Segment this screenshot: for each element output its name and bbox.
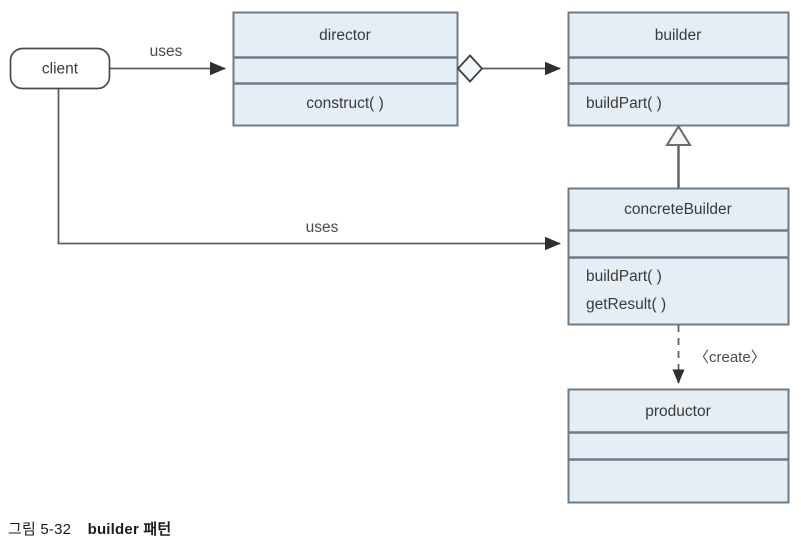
- builder-method-0: buildPart( ): [586, 95, 662, 112]
- productor-title: productor: [645, 403, 710, 420]
- node-concrete-builder[interactable]: concreteBuilder buildPart( ) getResult( …: [567, 187, 790, 326]
- figure-number: 그림 5-32: [8, 521, 72, 538]
- edge-concrete-builder-to-productor: 〈create〉: [672, 325, 766, 384]
- edge-label-uses-director: uses: [150, 43, 183, 60]
- create-stereotype-label: 〈create〉: [694, 349, 766, 366]
- director-box: [232, 11, 459, 127]
- builder-title: builder: [655, 27, 702, 44]
- node-client[interactable]: client: [9, 47, 111, 90]
- figure-caption: 그림 5-32 builder 패턴: [8, 518, 171, 539]
- node-builder[interactable]: builder buildPart( ): [567, 11, 790, 127]
- aggregation-diamond-icon: [456, 54, 484, 83]
- node-director[interactable]: director construct( ): [232, 11, 459, 127]
- director-title: director: [319, 27, 371, 44]
- concrete-builder-method-0: buildPart( ): [586, 268, 662, 285]
- edge-label-uses-concrete-builder: uses: [306, 219, 339, 236]
- productor-box: [567, 388, 790, 504]
- edge-client-to-director: uses: [110, 43, 226, 76]
- edge-client-to-concrete-builder: uses: [57, 89, 561, 251]
- generalization-triangle-icon: [665, 124, 692, 146]
- node-productor[interactable]: productor: [567, 388, 790, 504]
- edge-director-to-builder: [456, 54, 561, 83]
- director-method-0: construct( ): [306, 95, 384, 112]
- edge-concrete-builder-to-builder: [665, 124, 692, 188]
- client-box: [9, 47, 111, 90]
- concrete-builder-method-1: getResult( ): [586, 296, 666, 313]
- concrete-builder-title: concreteBuilder: [624, 201, 732, 218]
- figure-title: builder 패턴: [87, 521, 172, 538]
- client-concrete-builder-line: [57, 89, 561, 251]
- client-label: client: [42, 61, 79, 78]
